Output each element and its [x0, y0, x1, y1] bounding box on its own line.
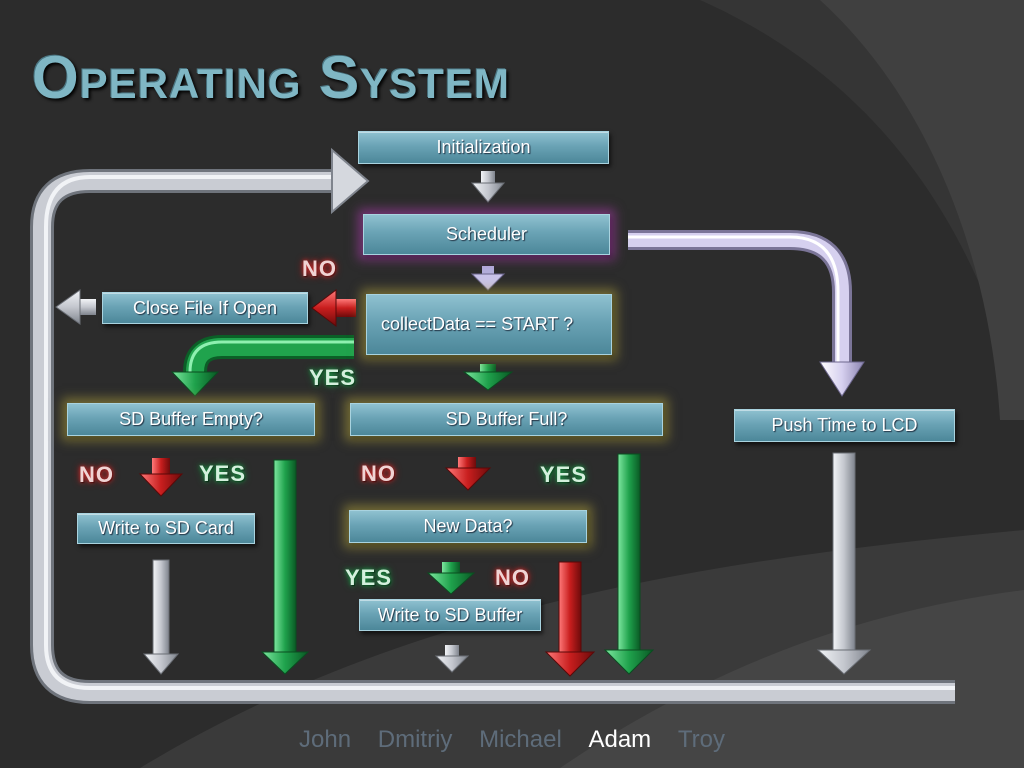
footer-name-troy: Troy	[677, 726, 725, 753]
arrow-new-data-yes	[426, 562, 476, 595]
label-full-yes: YES	[540, 462, 588, 487]
arrow-yes-to-sd-buffer-empty	[170, 335, 354, 397]
footer-name-dmitriy: Dmitriy	[377, 726, 453, 753]
node-scheduler: Scheduler	[363, 214, 610, 255]
arrow-scheduler-to-collect	[470, 266, 506, 291]
slide-title: Operating System	[32, 44, 510, 111]
footer-names: John Dmitriy Michael Adam Troy	[0, 726, 1024, 754]
arrow-empty-no	[138, 458, 184, 497]
arrow-push-time-to-loop	[816, 452, 872, 675]
arrow-full-yes	[603, 453, 655, 675]
node-collect-data-decision: collectData == START ?	[366, 294, 612, 355]
label-new-data-yes: YES	[345, 565, 393, 590]
arrow-full-no	[444, 457, 492, 491]
arrow-empty-yes	[260, 459, 310, 675]
arrow-scheduler-to-push-time	[628, 230, 865, 397]
label-collect-yes: YES	[309, 365, 357, 390]
arrow-close-file-exit	[55, 289, 96, 325]
return-loop-arrow	[30, 147, 955, 704]
arrow-write-card-to-loop	[142, 559, 180, 675]
arrow-write-buffer-to-loop	[434, 645, 470, 673]
node-sd-buffer-full-decision: SD Buffer Full?	[350, 403, 663, 436]
label-empty-no: NO	[79, 462, 114, 487]
node-initialization: Initialization	[358, 131, 609, 164]
node-write-sd-buffer: Write to SD Buffer	[359, 599, 541, 631]
label-empty-yes: YES	[199, 461, 247, 486]
node-write-sd-card: Write to SD Card	[77, 513, 255, 544]
footer-name-adam: Adam	[588, 726, 652, 753]
arrow-no-to-close-file	[311, 289, 356, 327]
node-push-time-lcd: Push Time to LCD	[734, 409, 955, 442]
footer-name-john: John	[299, 726, 352, 753]
label-new-data-no: NO	[495, 565, 530, 590]
node-sd-buffer-empty-decision: SD Buffer Empty?	[67, 403, 315, 436]
node-close-file: Close File If Open	[102, 292, 308, 324]
label-collect-no: NO	[302, 256, 337, 281]
arrow-new-data-no	[544, 561, 596, 677]
arrow-init-to-scheduler	[470, 171, 506, 203]
arrow-yes-to-sd-buffer-full	[462, 364, 514, 391]
node-new-data-decision: New Data?	[349, 510, 587, 543]
label-full-no: NO	[361, 461, 396, 486]
footer-name-michael: Michael	[479, 726, 562, 753]
